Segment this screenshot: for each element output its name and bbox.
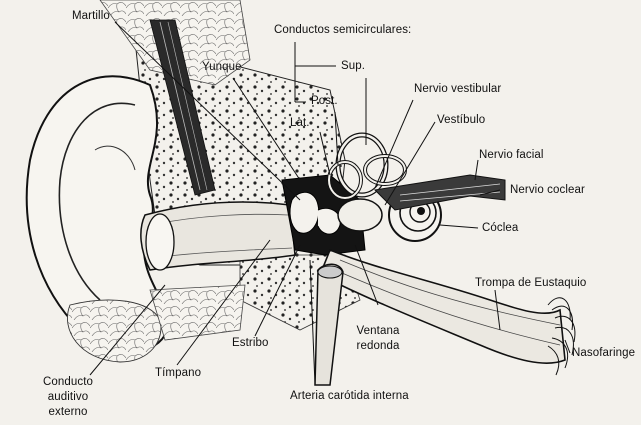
label-nervio-coclear: Nervio coclear: [510, 184, 585, 197]
label-lat: Lat.: [290, 117, 310, 130]
label-nervio-vestibular: Nervio vestibular: [414, 83, 501, 96]
label-vestibulo: Vestíbulo: [437, 114, 485, 127]
label-trompa: Trompa de Eustaquio: [475, 277, 586, 290]
label-ventana-redonda-line2: redonda: [350, 340, 406, 353]
label-post: Post.: [311, 95, 338, 108]
label-arteria: Arteria carótida interna: [290, 390, 409, 403]
label-ventana-redonda-line1: Ventana: [350, 325, 406, 338]
label-estribo: Estribo: [232, 337, 269, 350]
pinna-cells: [67, 300, 160, 362]
label-nasofaringe: Nasofaringe: [572, 347, 635, 360]
label-sup: Sup.: [341, 60, 365, 73]
label-martillo: Martillo: [72, 10, 110, 23]
label-conducto-line2: auditivo: [38, 391, 98, 404]
carotid-artery: [315, 264, 343, 385]
label-conductos: Conductos semicirculares:: [274, 24, 411, 37]
ossicles: [290, 192, 319, 233]
label-coclea: Cóclea: [482, 222, 518, 235]
label-conducto-line3: externo: [38, 406, 98, 419]
label-conducto-line1: Conducto: [38, 376, 98, 389]
label-timpano: Tímpano: [155, 367, 201, 380]
label-nervio-facial: Nervio facial: [479, 149, 544, 162]
label-yunque: Yunque: [202, 61, 242, 74]
vestibule: [338, 199, 382, 231]
